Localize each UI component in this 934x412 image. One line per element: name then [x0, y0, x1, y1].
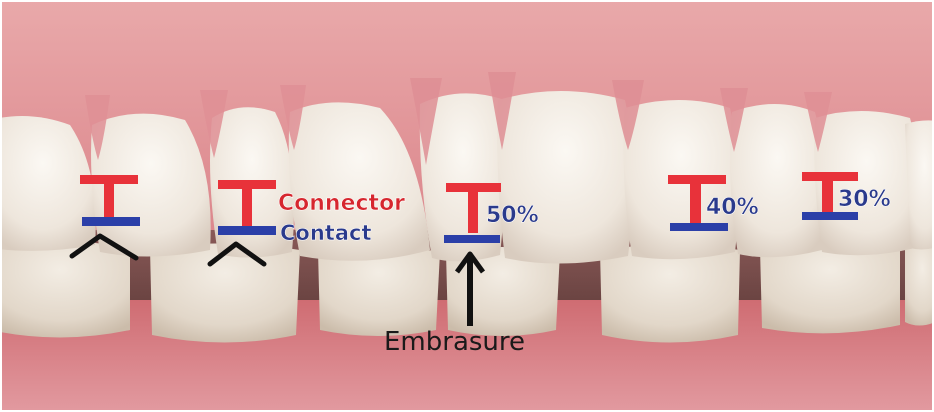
percent-label-central: 50%	[486, 203, 539, 228]
connector-label: Connector	[278, 191, 405, 216]
connector-marker	[468, 183, 478, 233]
connector-marker	[242, 180, 252, 226]
contact-marker	[670, 223, 728, 231]
connector-marker	[822, 172, 833, 212]
contact-marker	[444, 235, 500, 243]
upper-central-right	[497, 91, 633, 264]
embrasure-label: Embrasure	[384, 327, 525, 357]
contact-marker	[802, 212, 858, 220]
connector-marker	[104, 175, 114, 217]
contact-marker	[218, 226, 276, 235]
contact-label: Contact	[280, 221, 372, 245]
connector-marker	[690, 175, 701, 223]
percent-label-canine: 30%	[838, 187, 891, 212]
percent-label-lateral: 40%	[706, 195, 759, 220]
upper-molar-right	[905, 120, 934, 249]
contact-marker	[82, 217, 140, 226]
